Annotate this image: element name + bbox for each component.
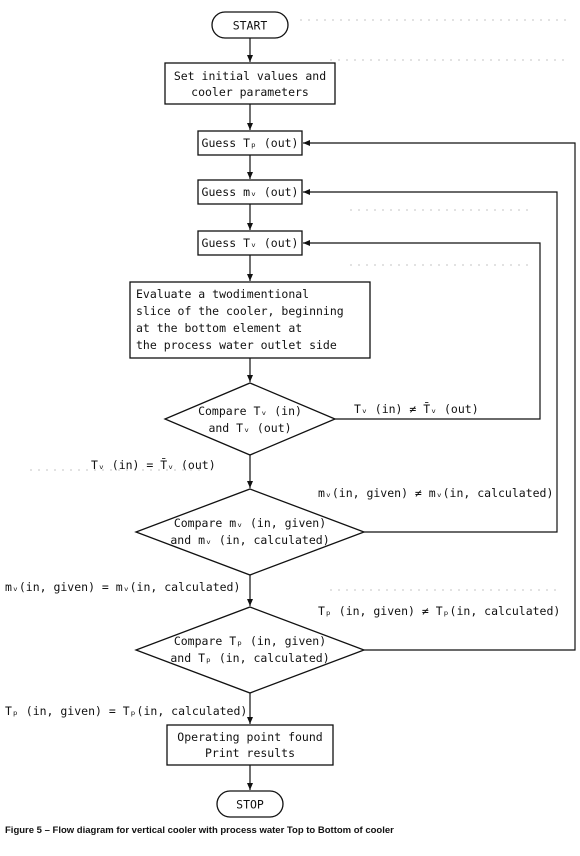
loop-tv-back-to-guess-tv <box>303 240 541 420</box>
compare-tp-decision <box>134 606 366 694</box>
operating-line-2: Print results <box>205 746 295 760</box>
evaluate-line-4: the process water outlet side <box>136 338 337 352</box>
set-initial-values-line-2: cooler parameters <box>191 85 309 99</box>
compare-mv-line-2: and mᵥ (in, calculated) <box>170 533 329 547</box>
operating-line-1: Operating point found <box>177 730 322 744</box>
loop-tp-back-to-guess-tp <box>303 140 576 651</box>
compare-tv-decision <box>163 382 337 456</box>
evaluate-line-1: Evaluate a twodimentional <box>136 287 309 301</box>
evaluate-line-2: slice of the cooler, beginning <box>136 304 344 318</box>
operating-point-box <box>166 724 334 766</box>
scan-artifacts <box>30 19 570 591</box>
compare-mv-line-1: Compare mᵥ (in, given) <box>174 516 326 530</box>
guess-mv-label: Guess mᵥ (out) <box>202 185 299 199</box>
compare-tv-line-2: and Tᵥ (out) <box>208 421 291 435</box>
start-label: START <box>233 19 268 33</box>
feedback-loops <box>303 140 576 651</box>
guess-mv-box <box>197 179 303 205</box>
tv-equal-label: Tᵥ (in) = T̄ᵥ (out) <box>91 458 216 472</box>
set-initial-values-line-1: Set initial values and <box>174 69 326 83</box>
guess-tp-label: Guess Tₚ (out) <box>202 136 299 150</box>
compare-tp-line-2: and Tₚ (in, calculated) <box>170 651 329 665</box>
loop-mv-back-to-guess-mv <box>303 189 558 533</box>
compare-tv-line-1: Compare Tᵥ (in) <box>198 404 302 418</box>
mv-not-equal-label: mᵥ(in, given) ≠ mᵥ(in, calculated) <box>318 486 553 500</box>
tv-not-equal-label: Tᵥ (in) ≠ T̄ᵥ (out) <box>354 402 479 416</box>
mv-equal-label: mᵥ(in, given) = mᵥ(in, calculated) <box>5 580 240 594</box>
tp-equal-label: Tₚ (in, given) = Tₚ(in, calculated) <box>5 704 247 718</box>
evaluate-line-3: at the bottom element at <box>136 321 302 335</box>
figure-caption: Figure 5 – Flow diagram for vertical coo… <box>5 825 394 836</box>
compare-tp-line-1: Compare Tₚ (in, given) <box>174 634 326 648</box>
set-initial-values-box <box>164 62 336 105</box>
evaluate-slice-box <box>129 281 371 359</box>
guess-tv-box <box>197 230 303 256</box>
compare-mv-decision <box>134 488 366 576</box>
stop-label: STOP <box>236 798 264 812</box>
stop-terminator <box>216 790 284 818</box>
tp-not-equal-label: Tₚ (in, given) ≠ Tₚ(in, calculated) <box>318 604 560 618</box>
guess-tv-label: Guess Tᵥ (out) <box>202 236 299 250</box>
